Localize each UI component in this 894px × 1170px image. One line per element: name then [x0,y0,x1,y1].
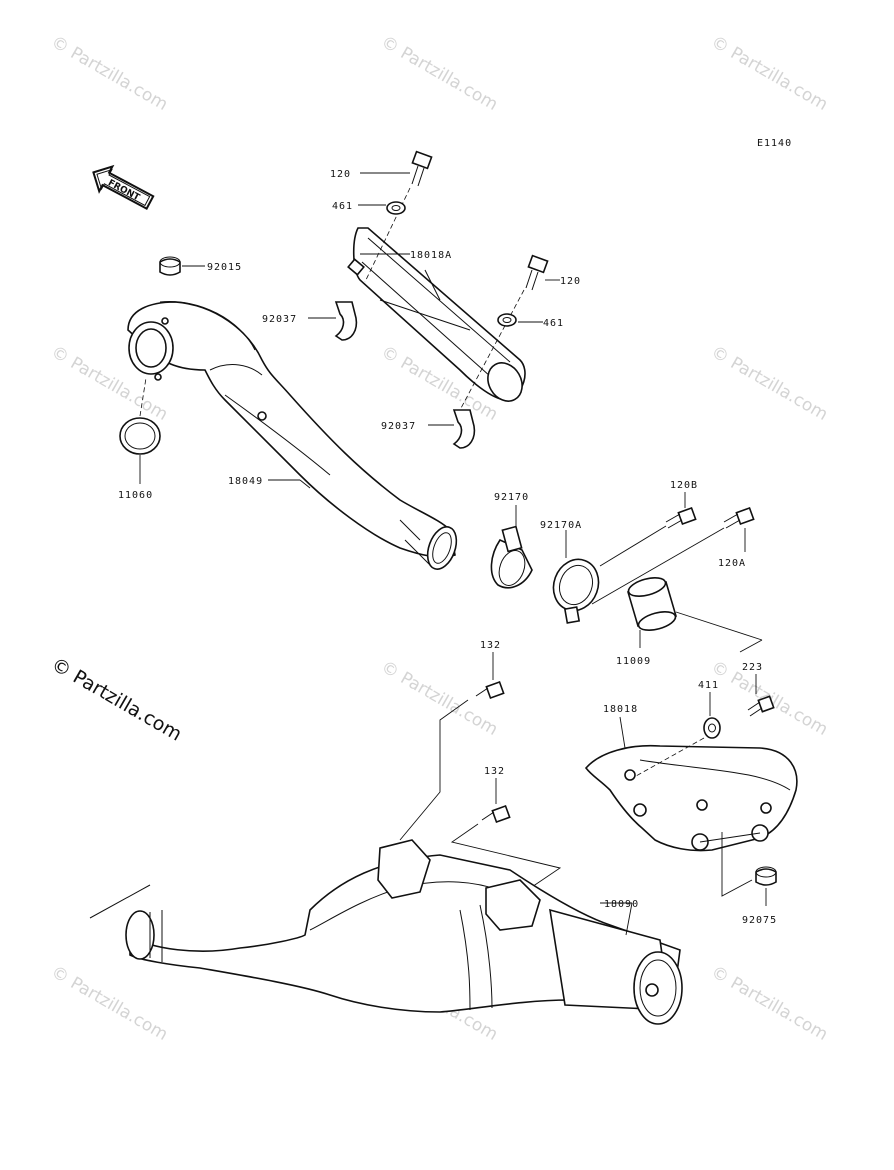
watermark: © Partzilla.com [378,657,502,740]
label-92037-upper: 92037 [262,314,297,325]
bolt-132-lower [481,804,511,824]
head-pipe-18049 [127,301,458,570]
label-18018A: 18018A [410,250,452,261]
label-120A: 120A [718,558,746,569]
muffler-18090 [89,839,683,1025]
label-223: 223 [742,662,763,673]
washer-411 [703,717,721,739]
washer-461-right [497,313,517,327]
watermark: © Partzilla.com [48,962,172,1045]
label-461-right: 461 [543,318,564,329]
bolt-120-right [525,254,549,291]
bracket-92037-lower [452,409,476,449]
heat-cover-18018 [584,744,798,852]
watermark: © Partzilla.com [378,32,502,115]
label-11060: 11060 [118,490,153,501]
gasket-11060 [119,417,161,455]
label-120B: 120B [670,480,698,491]
label-92015: 92015 [207,262,242,273]
gasket-11009 [627,577,677,631]
label-18090: 18090 [604,899,639,910]
clamp-92170 [490,525,533,589]
bracket-92037-upper [334,301,358,341]
bolt-223 [747,695,775,717]
label-120-right: 120 [560,276,581,287]
diagram-code: E1140 [757,138,792,149]
bolt-120A [723,506,755,529]
label-92075: 92075 [742,915,777,926]
washer-461-top [386,201,406,215]
clamp-92170A [552,558,600,624]
collar-92015 [159,256,181,276]
watermark: © Partzilla.com [708,342,832,425]
label-11009: 11009 [616,656,651,667]
heat-guard-18018A [347,227,526,402]
label-120-top: 120 [330,169,351,180]
copyright-text: © Partzilla.com [48,653,186,745]
collar-92075 [755,866,777,886]
label-461-top: 461 [332,201,353,212]
label-411: 411 [698,680,719,691]
bolt-120-top [411,150,433,187]
front-arrow-icon: FRONT [92,164,155,210]
watermark: © Partzilla.com [708,32,832,115]
label-132-upper: 132 [480,640,501,651]
label-92037-lower: 92037 [381,421,416,432]
label-18049: 18049 [228,476,263,487]
bolt-132-upper [475,680,505,700]
watermark: © Partzilla.com [48,32,172,115]
watermark: © Partzilla.com [708,962,832,1045]
label-92170: 92170 [494,492,529,503]
label-92170A: 92170A [540,520,582,531]
label-132-lower: 132 [484,766,505,777]
bolt-120B [665,506,697,529]
label-18018: 18018 [603,704,638,715]
